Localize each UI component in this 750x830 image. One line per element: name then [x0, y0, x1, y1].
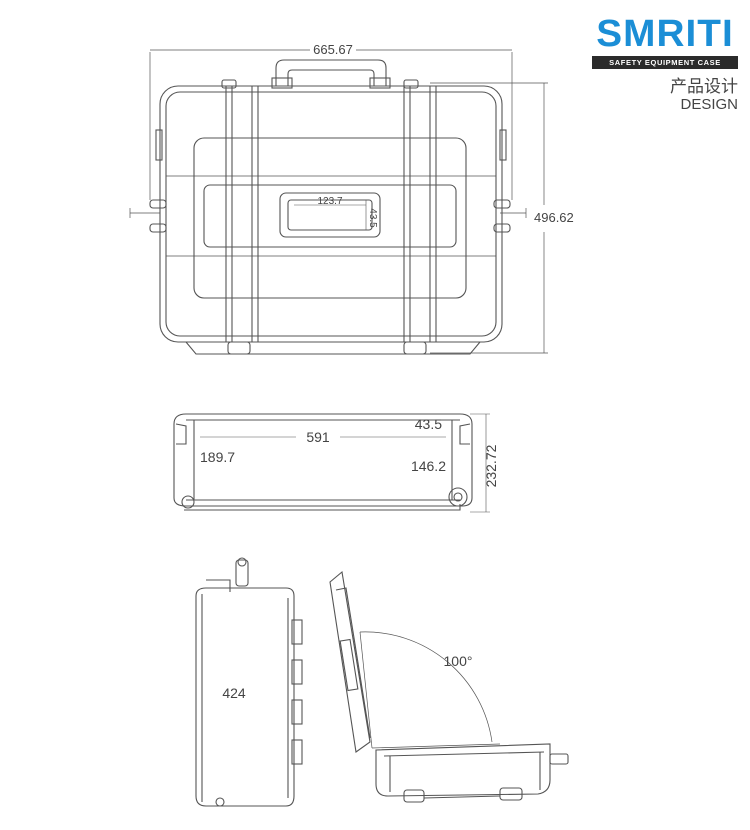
top-length-label: 591	[306, 429, 330, 445]
handle-width-label: 123.7	[317, 196, 342, 207]
design-title-en: DESIGN	[680, 96, 738, 113]
logo-text: SMRITI	[596, 13, 734, 55]
handle-height-label: 43.5	[367, 208, 378, 228]
open-angle-label: 100°	[444, 653, 473, 669]
top-left-depth-label: 189.7	[200, 449, 235, 465]
front-view	[129, 49, 548, 355]
side-view	[195, 557, 303, 807]
brand-logo: SMRITI SAFETY EQUIPMENT CASE	[592, 14, 738, 69]
front-width-label: 665.67	[313, 42, 353, 57]
design-title-cn: 产品设计	[670, 77, 738, 97]
top-view	[173, 413, 490, 513]
logo-tagline: SAFETY EQUIPMENT CASE	[592, 56, 738, 69]
front-height-label: 496.62	[534, 210, 574, 225]
side-height-label: 424	[222, 685, 246, 701]
top-corner-label: 43.5	[415, 416, 442, 432]
open-view	[329, 570, 569, 803]
top-total-depth-label: 232.72	[483, 444, 499, 487]
top-right-depth-label: 146.2	[411, 458, 446, 474]
